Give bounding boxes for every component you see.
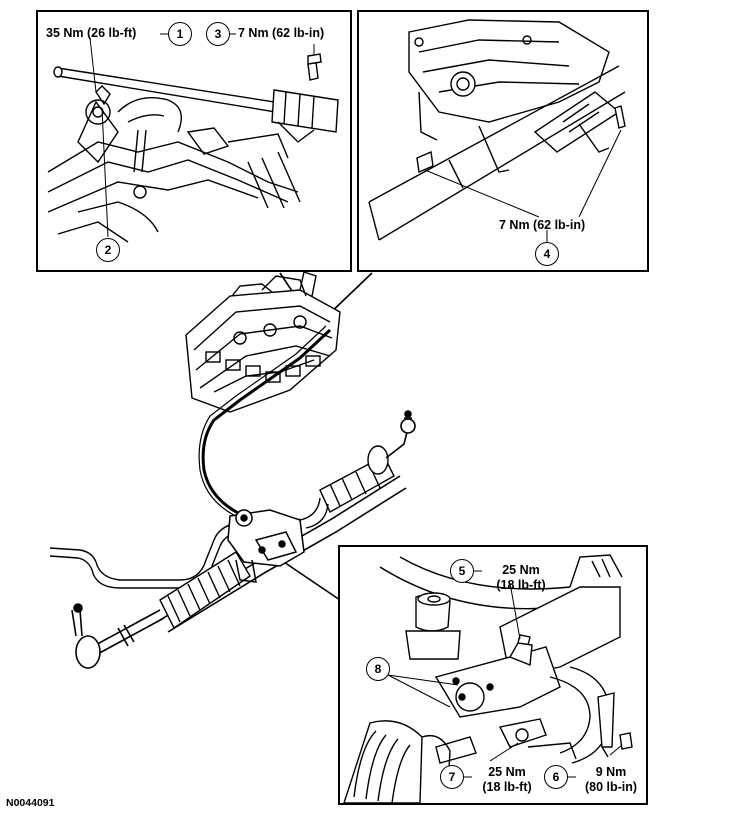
torque-label-1: 35 Nm (26 lb-ft): [46, 26, 137, 40]
left-tie-rod: [89, 609, 161, 649]
torque-label-3: 7 Nm (62 lb-in): [238, 26, 325, 40]
torque-label-6-line1: 9 Nm: [595, 765, 627, 779]
callout-6: 6: [544, 765, 568, 789]
engine-bracket-detail-illustration: [368, 19, 626, 242]
callout-1: 1: [168, 22, 192, 46]
tie-rod-and-pinion-detail-illustration: [47, 33, 339, 243]
valve-housing-and-bracket-detail-illustration: [343, 554, 633, 803]
right-steering-boot: [319, 445, 395, 513]
torque-label-6-line2: (80 lb-in): [584, 780, 638, 794]
right-tie-rod: [385, 410, 416, 459]
fluid-return-line: [49, 521, 245, 581]
callout-7: 7: [440, 765, 464, 789]
callout-3: 3: [206, 22, 230, 46]
detail-panel-top-left: 35 Nm (26 lb-ft) 1 3 7 Nm (62 lb-in) 2: [36, 10, 352, 272]
torque-label-5-line1: 25 Nm: [502, 563, 540, 577]
callout-2: 2: [96, 238, 120, 262]
callout-5: 5: [450, 559, 474, 583]
left-tie-rod-end: [71, 603, 101, 669]
torque-label-4: 7 Nm (62 lb-in): [499, 218, 586, 232]
torque-label-7-line2: (18 lb-ft): [482, 780, 532, 794]
callout-8: 8: [366, 657, 390, 681]
torque-label-7-line1: 25 Nm: [488, 765, 526, 779]
detail-panel-bottom-right: 5 25 Nm (18 lb-ft) 8 7 25 Nm (18 lb-ft) …: [338, 545, 648, 805]
detail-panel-top-right: 7 Nm (62 lb-in) 4: [357, 10, 649, 272]
engine-block: [185, 271, 341, 413]
figure-id: N0044091: [6, 797, 55, 809]
steering-gear-valve-housing: [227, 509, 305, 583]
torque-label-5-line2: (18 lb-ft): [496, 578, 546, 592]
left-steering-boot: [159, 551, 251, 630]
callout-4: 4: [535, 242, 559, 266]
